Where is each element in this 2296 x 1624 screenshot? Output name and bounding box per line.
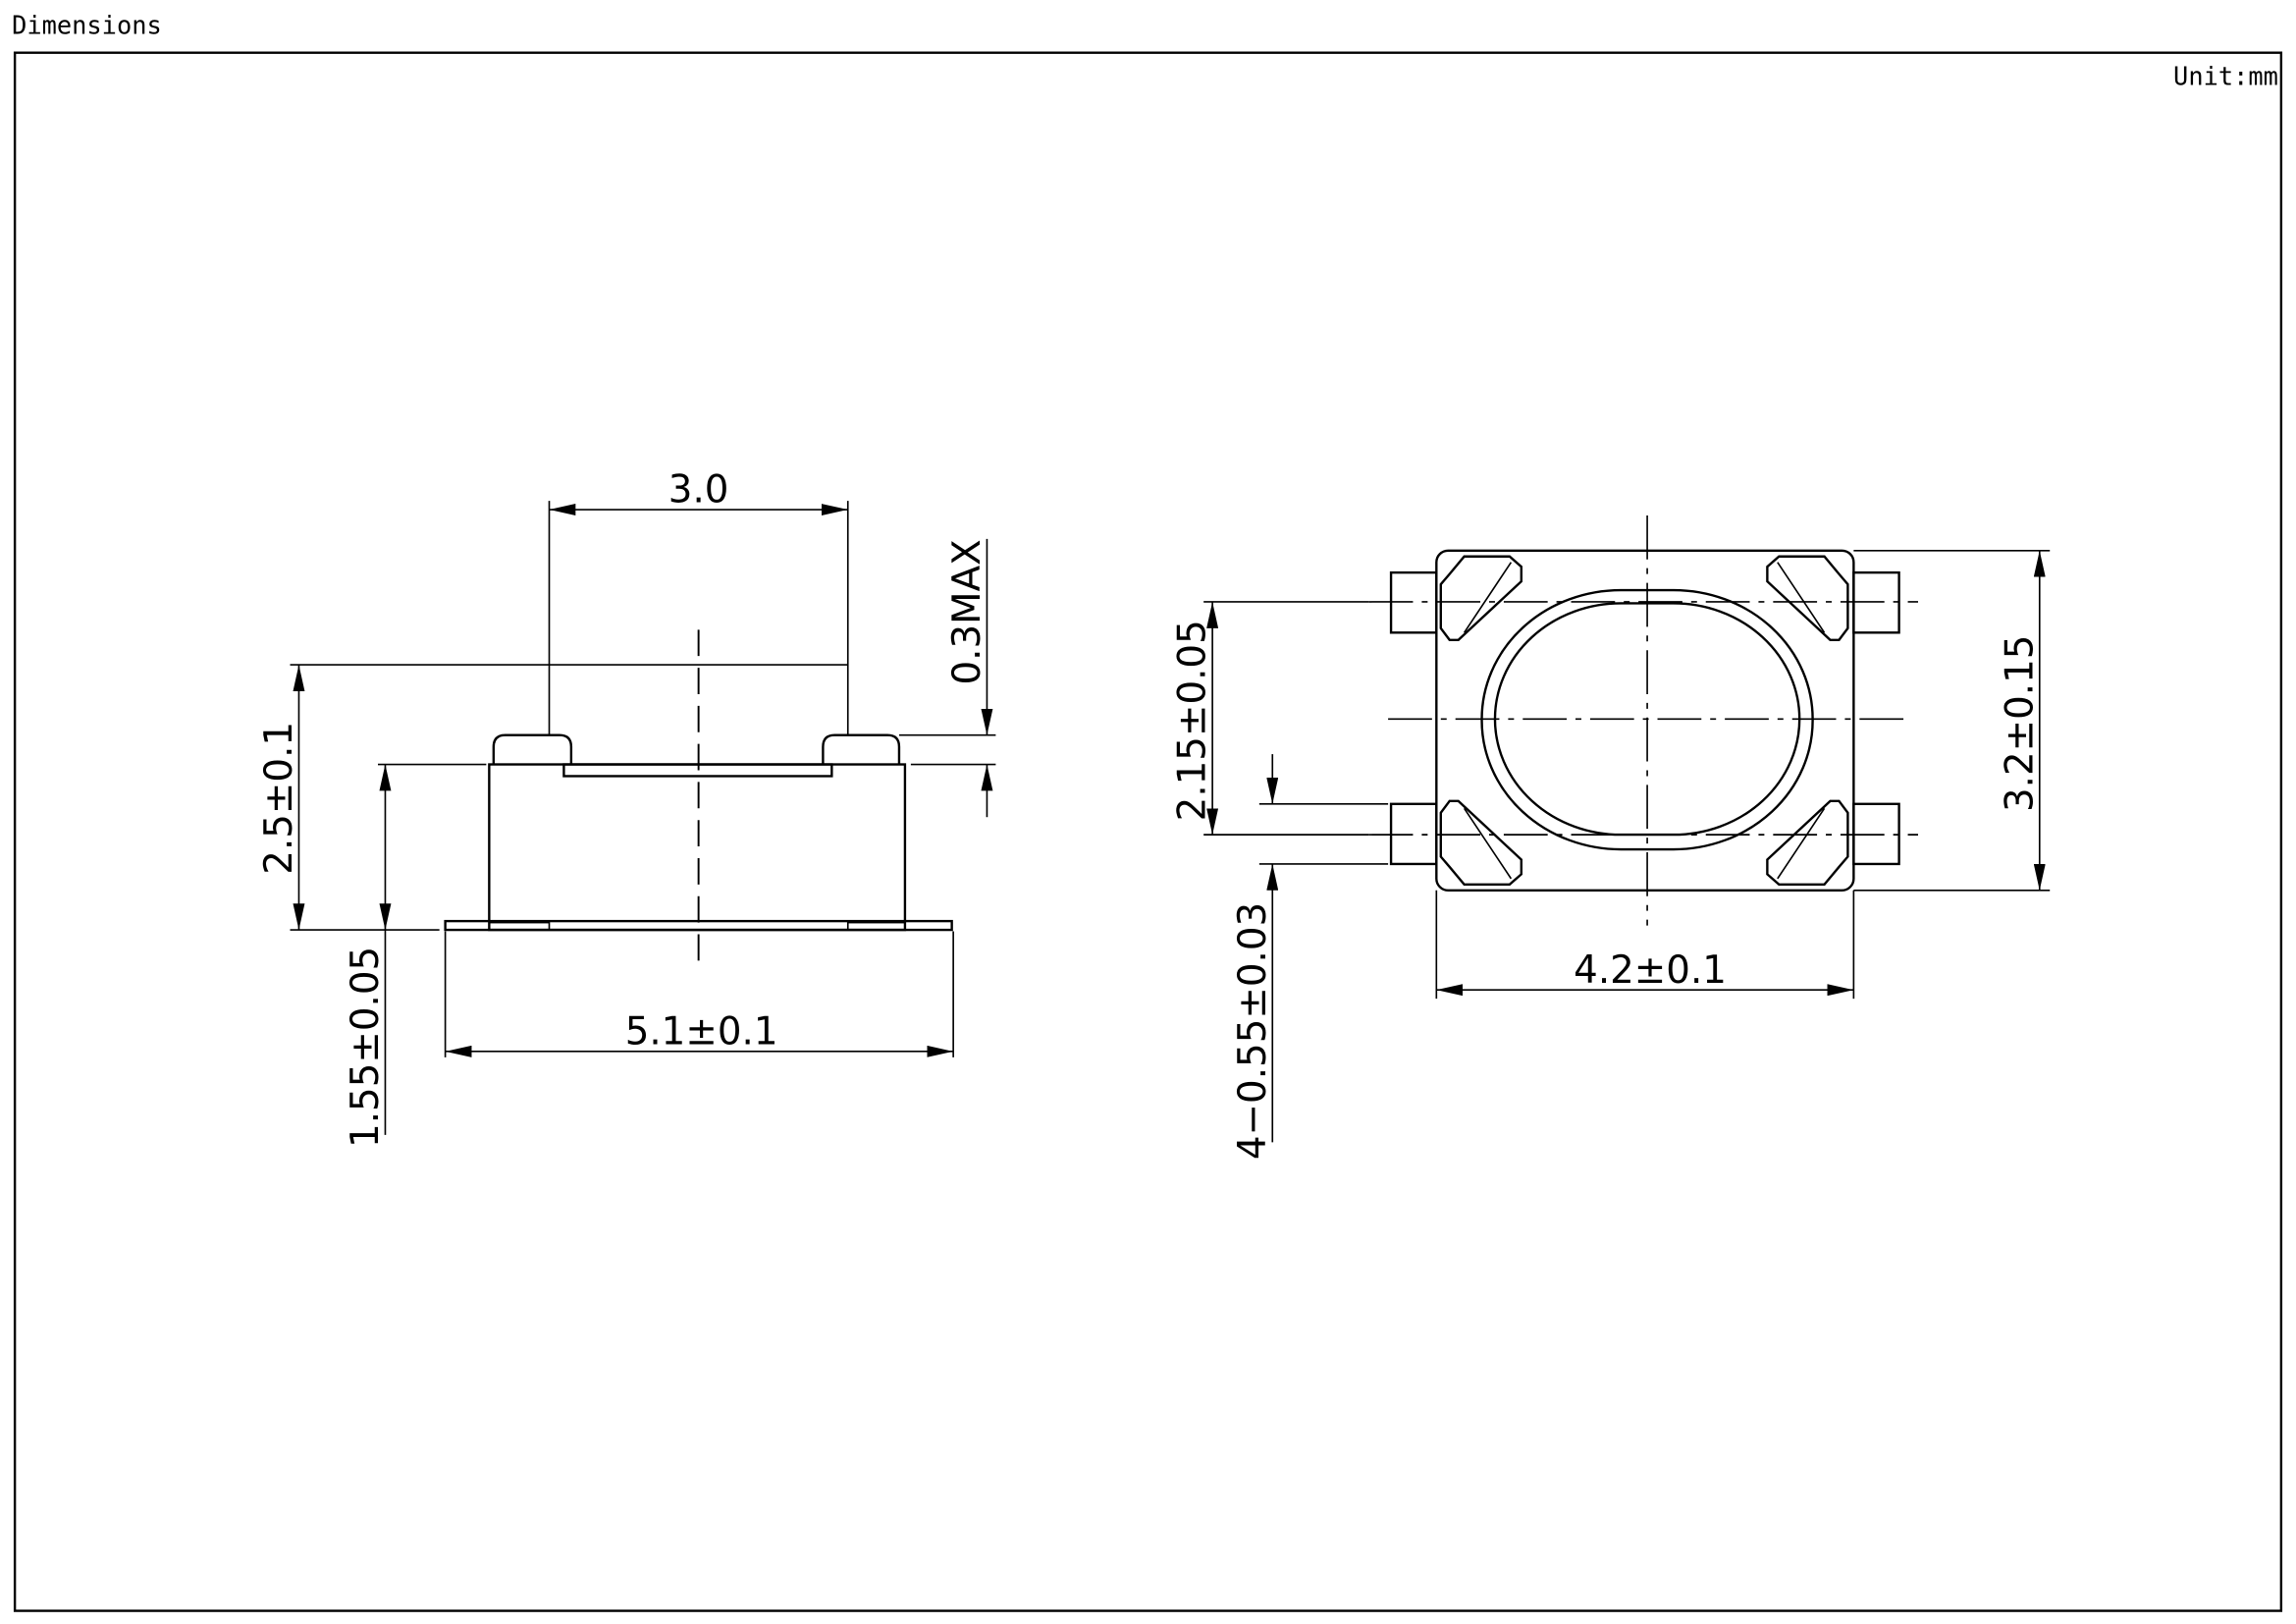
dim-width: 4.2±0.1 bbox=[1574, 948, 1727, 993]
dim-actuator-protrusion: 0.3MAX bbox=[945, 539, 989, 684]
drawing-title: Dimensions bbox=[12, 10, 162, 39]
side-view: 3.0 2.5±0.1 1.55±0.05 5.1±0.1 0.3MAX bbox=[257, 468, 996, 1148]
pad-bottom-left bbox=[1439, 799, 1523, 887]
dim-total-height: 2.5±0.1 bbox=[257, 722, 301, 875]
dim-lead-width: 4−0.55±0.03 bbox=[1231, 902, 1275, 1160]
dim-lead-pitch: 2.15±0.05 bbox=[1171, 620, 1215, 821]
top-body bbox=[1435, 549, 1855, 892]
dim-length: 5.1±0.1 bbox=[625, 1009, 778, 1054]
top-view: 2.15±0.05 4−0.55±0.03 3.2±0.15 4.2±0.1 bbox=[1171, 514, 2051, 1160]
dim-height: 3.2±0.15 bbox=[1998, 635, 2042, 812]
unit-label: Unit:mm bbox=[2173, 62, 2278, 91]
left-cap bbox=[492, 733, 573, 765]
pad-top-left bbox=[1439, 555, 1523, 641]
pad-top-right bbox=[1766, 555, 1849, 641]
dim-body-height: 1.55±0.05 bbox=[344, 947, 388, 1148]
side-body bbox=[488, 763, 907, 932]
right-cap bbox=[822, 733, 901, 765]
pad-bottom-right bbox=[1766, 799, 1849, 887]
drawing-frame bbox=[13, 51, 2283, 1612]
dim-actuator-width: 3.0 bbox=[668, 468, 729, 513]
